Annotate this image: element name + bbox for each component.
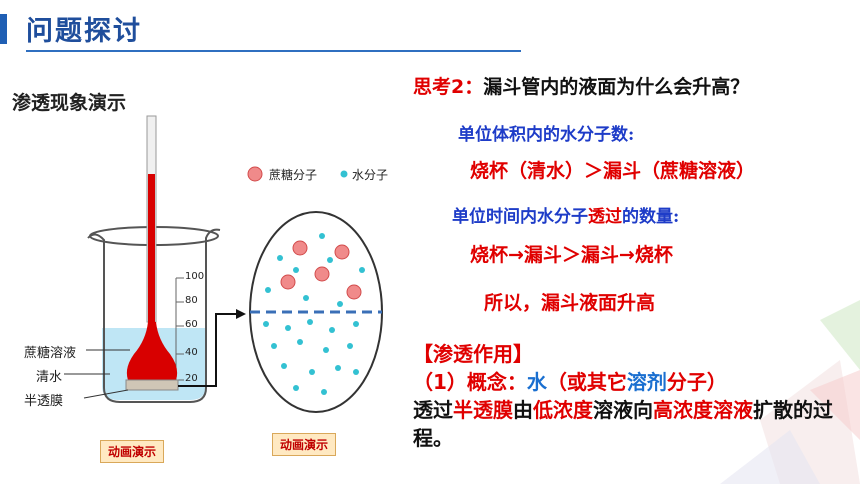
answer-line-2: 烧杯（清水）＞漏斗（蔗糖溶液） xyxy=(470,160,756,182)
label-sucrose-solution: 蔗糖溶液 xyxy=(24,346,77,361)
question-title: 思考2：漏斗管内的液面为什么会升高？ xyxy=(413,72,749,99)
answer-line-3-b: 透过 xyxy=(588,207,622,227)
concept-heading: 【渗透作用】 xyxy=(413,342,533,366)
animation-button-right[interactable]: 动画演示 xyxy=(272,433,337,456)
answer-line-3-c: 的数量: xyxy=(622,207,680,227)
sucrose-legend-icon xyxy=(247,166,263,182)
osmosis-diagram xyxy=(64,115,383,413)
concept-line-1: （1）概念：水（或其它溶剂分子） xyxy=(413,370,727,394)
scale-60: 60 xyxy=(185,319,198,330)
answer-line-5: 所以，漏斗液面升高 xyxy=(484,292,656,314)
answer-line-3-a: 单位时间内水分子 xyxy=(452,207,588,227)
concept-line-2: 透过半透膜由低浓度溶液向高浓度溶液扩散的过程。 xyxy=(413,398,833,450)
pointer-membrane xyxy=(83,389,129,399)
answer-line-3: 单位时间内水分子透过的数量: xyxy=(452,202,679,227)
question-prefix: 思考2： xyxy=(413,76,484,98)
answer-line-1: 单位体积内的水分子数: xyxy=(458,125,635,145)
concept-block: 【渗透作用】 （1）概念：水（或其它溶剂分子） 透过半透膜由低浓度溶液向高浓度溶… xyxy=(413,340,833,452)
demo-subtitle: 渗透现象演示 xyxy=(12,92,127,114)
sucrose-molecules xyxy=(280,240,362,300)
beaker-outline xyxy=(87,228,221,403)
animation-button-left[interactable]: 动画演示 xyxy=(100,440,165,463)
question-text: 漏斗管内的液面为什么会升高？ xyxy=(483,76,750,98)
scale-20: 20 xyxy=(185,373,198,384)
label-membrane: 半透膜 xyxy=(24,394,64,409)
semipermeable-membrane xyxy=(125,379,179,391)
scale-40: 40 xyxy=(185,347,198,358)
water-legend-icon xyxy=(340,170,348,178)
scale-100: 100 xyxy=(185,271,205,282)
funnel-bulb xyxy=(126,322,178,380)
legend-sucrose: 蔗糖分子 xyxy=(269,168,318,182)
water-molecules xyxy=(263,233,365,395)
title-accent-bar xyxy=(0,14,7,44)
scale-80: 80 xyxy=(185,295,198,306)
answer-line-4: 烧杯→漏斗＞漏斗→烧杯 xyxy=(470,244,673,266)
tube-liquid xyxy=(148,174,155,324)
title-underline xyxy=(26,50,521,52)
label-water: 清水 xyxy=(36,370,63,385)
decorative-triangles xyxy=(720,300,860,484)
page-title: 问题探讨 xyxy=(26,16,142,47)
magnify-arrow xyxy=(178,313,236,387)
legend-water: 水分子 xyxy=(352,168,389,182)
